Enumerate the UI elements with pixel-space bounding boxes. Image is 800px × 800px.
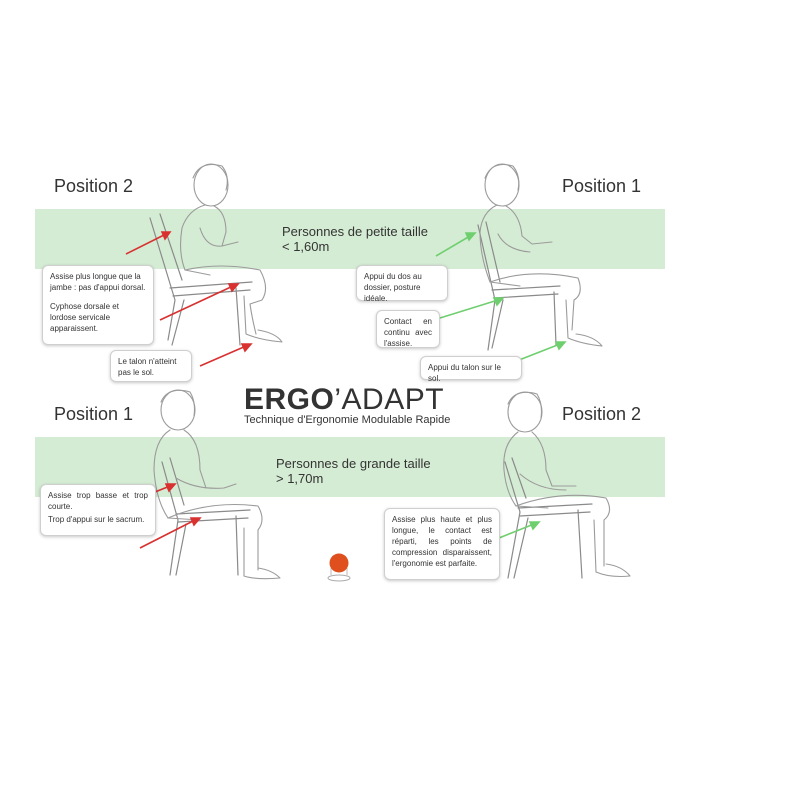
top-band-title-line2: < 1,60m bbox=[282, 239, 330, 254]
callout-text: Appui du talon sur le sol. bbox=[428, 363, 501, 383]
callout-text: Assise plus haute et plus longue, le con… bbox=[392, 515, 492, 568]
figure-tall-position-1 bbox=[153, 389, 281, 580]
callout-back-support: Appui du dos au dossier, posture idéale. bbox=[356, 265, 448, 303]
callout-text: Trop d'appui sur le sacrum. bbox=[48, 515, 145, 524]
brand-rest: ADAPT bbox=[341, 383, 445, 416]
position-label-top-right: Position 1 bbox=[562, 176, 642, 196]
figure-tall-position-2 bbox=[503, 391, 631, 579]
person bbox=[503, 391, 631, 578]
brand-apostrophe: ’ bbox=[334, 383, 342, 416]
callout-text: Appui du dos au dossier, posture idéale. bbox=[364, 272, 422, 303]
brand-title: ERGO’ADAPT bbox=[244, 384, 450, 416]
brand-tagline: Technique d'Ergonomie Modulable Rapide bbox=[244, 414, 451, 426]
callout-seat-higher-longer: Assise plus haute et plus longue, le con… bbox=[384, 508, 500, 580]
bottom-band-title: Personnes de grande taille > 1,70m bbox=[276, 456, 431, 486]
callout-text: Le talon n'atteint pas le sol. bbox=[118, 357, 177, 377]
chair bbox=[149, 213, 253, 346]
callout-heel-not-reaching: Le talon n'atteint pas le sol. bbox=[110, 350, 192, 382]
callout-continuous-contact: Contact en continu avec l'assise. bbox=[376, 310, 440, 348]
callout-text: Contact en continu avec l'assise. bbox=[384, 317, 432, 348]
callout-seat-too-long: Assise plus longue que la jambe : pas d'… bbox=[42, 265, 154, 345]
person bbox=[179, 163, 283, 343]
ball-illustration bbox=[327, 553, 351, 582]
top-band bbox=[35, 209, 665, 269]
bottom-band-title-line2: > 1,70m bbox=[276, 471, 324, 486]
brand-bold: ERGO bbox=[244, 383, 335, 416]
person bbox=[153, 389, 281, 580]
top-band-title: Personnes de petite taille < 1,60m bbox=[282, 224, 428, 254]
chair bbox=[161, 457, 251, 576]
callout-text: Cyphose dorsale et lordose servicale app… bbox=[50, 302, 119, 333]
bottom-band-title-line1: Personnes de grande taille bbox=[276, 456, 431, 471]
position-label-bottom-right: Position 2 bbox=[562, 404, 642, 424]
callout-text: Assise plus longue que la jambe : pas d'… bbox=[50, 272, 146, 292]
chair bbox=[477, 221, 561, 351]
callout-seat-too-low: Assise trop basse et trop courte. Trop d… bbox=[40, 484, 156, 536]
green-arrows bbox=[435, 232, 567, 541]
position-label-bottom-left: Position 1 bbox=[54, 404, 134, 424]
figure-small-position-1 bbox=[477, 163, 603, 351]
ergo-adapt-logo: ERGO’ADAPT Technique d'Ergonomie Modulab… bbox=[244, 384, 451, 427]
callout-heel-on-floor: Appui du talon sur le sol. bbox=[420, 356, 522, 383]
position-label-top-left: Position 2 bbox=[54, 176, 134, 196]
figure-small-position-2 bbox=[149, 163, 283, 346]
red-arrows bbox=[125, 231, 253, 549]
top-band-title-line1: Personnes de petite taille bbox=[282, 224, 428, 239]
person bbox=[479, 163, 603, 347]
callout-text: Assise trop basse et trop courte. bbox=[48, 491, 148, 511]
